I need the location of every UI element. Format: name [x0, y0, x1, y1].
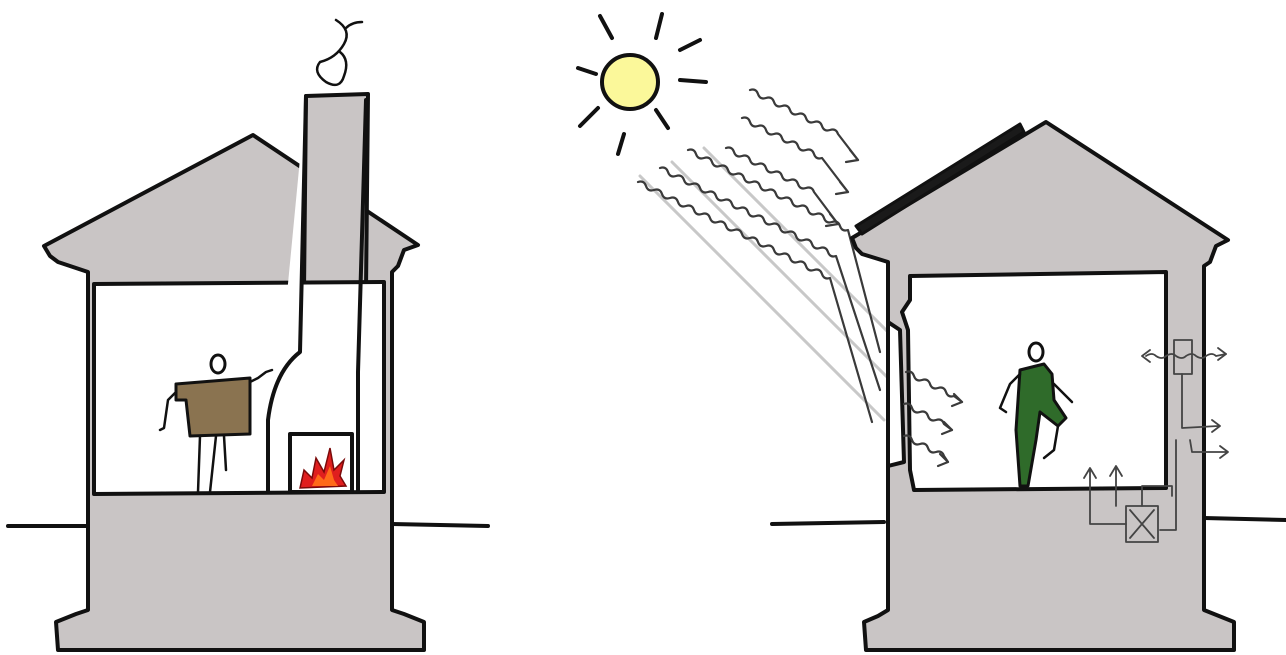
- ray-wall-3: [638, 182, 872, 423]
- right-window: [888, 322, 904, 466]
- ground-left-right: [392, 524, 488, 526]
- ground-right-left: [772, 522, 884, 524]
- sun-icon: [578, 14, 706, 154]
- ray-wall-2: [660, 168, 880, 391]
- left-house: [44, 20, 424, 650]
- right-house: [852, 122, 1234, 650]
- ground-right-right: [1204, 518, 1286, 520]
- sun-rays: [638, 90, 892, 423]
- smoke-icon: [317, 20, 362, 85]
- left-chimney: [304, 94, 368, 290]
